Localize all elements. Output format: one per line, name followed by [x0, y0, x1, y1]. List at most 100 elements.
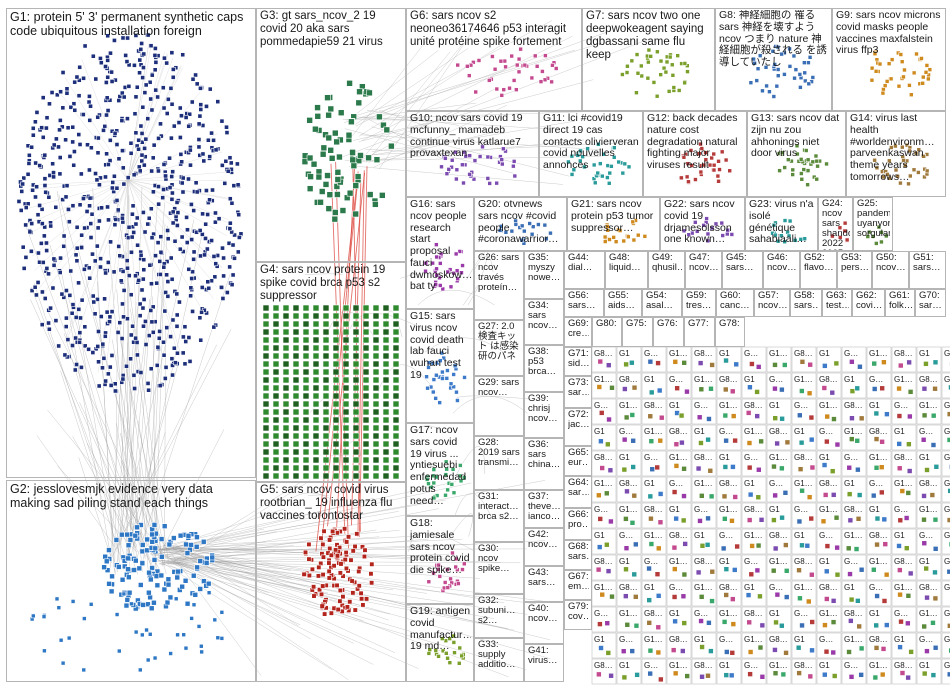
node-mini[interactable] [732, 567, 737, 572]
node-mini[interactable] [649, 439, 654, 444]
group-box-g51[interactable]: G51: sars… [909, 251, 946, 289]
node-mini[interactable] [922, 541, 927, 546]
group-box-g80[interactable]: G80: [592, 317, 622, 347]
node-mini[interactable] [730, 597, 735, 602]
node-mini[interactable] [923, 361, 928, 366]
node-mini[interactable] [810, 620, 815, 625]
node-mini[interactable] [607, 417, 612, 422]
group-box-g55[interactable]: G55: aids… [604, 289, 642, 317]
node-mini[interactable] [722, 494, 727, 499]
node-mini[interactable] [800, 359, 805, 364]
group-box-g22[interactable]: G22: sars ncov covid 19 drjamesolsson on… [660, 197, 745, 251]
node-mini[interactable] [706, 673, 711, 678]
node-mini[interactable] [699, 619, 704, 624]
node-mini[interactable] [825, 414, 830, 419]
group-box-g19[interactable]: G19: antigen covid manufactur… 19 md… [406, 604, 474, 682]
node-mini[interactable] [807, 391, 812, 396]
node-mini[interactable] [632, 493, 637, 498]
group-box-g3[interactable]: G3: gt sars_ncov_2 19 covid 20 aka sars … [256, 8, 406, 262]
node-mini[interactable] [774, 620, 779, 625]
node-mini[interactable] [859, 646, 864, 651]
node-mini[interactable] [734, 362, 739, 367]
node-mini[interactable] [699, 387, 704, 392]
node-mini[interactable] [933, 386, 938, 391]
node-mini[interactable] [747, 620, 752, 625]
node-mini[interactable] [598, 439, 603, 444]
node-mini[interactable] [908, 389, 913, 394]
group-box-g54[interactable]: G54: asal… [642, 289, 682, 317]
node-mini[interactable] [750, 543, 755, 548]
node-mini[interactable] [604, 491, 609, 496]
node-mini[interactable] [775, 592, 780, 597]
node-mini[interactable] [906, 675, 911, 680]
node-mini[interactable] [854, 547, 859, 552]
node-mini[interactable] [630, 520, 635, 525]
node-mini[interactable] [631, 465, 636, 470]
group-box-g24[interactable]: G24: ncov sars shandong 2022 2005… [818, 197, 853, 251]
node-mini[interactable] [771, 518, 776, 523]
node-mini[interactable] [879, 490, 884, 495]
node-mini[interactable] [808, 674, 813, 679]
node-mini[interactable] [823, 492, 828, 497]
group-box-g60[interactable]: G60: canc… [716, 289, 754, 317]
node-mini[interactable] [600, 466, 605, 471]
node-mini[interactable] [598, 516, 603, 521]
node-mini[interactable] [671, 648, 676, 653]
node-mini[interactable] [624, 489, 629, 494]
group-box-g53[interactable]: G53: pers… [837, 251, 872, 289]
node-mini[interactable] [809, 516, 814, 521]
node-mini[interactable] [729, 518, 734, 523]
node-mini[interactable] [685, 674, 690, 679]
node-mini[interactable] [897, 414, 902, 419]
node-mini[interactable] [657, 388, 662, 393]
node-mini[interactable] [674, 442, 679, 447]
node-mini[interactable] [933, 360, 938, 365]
group-box-g27[interactable]: G27: 2.0 検査キット は感染 研のパネ [474, 320, 524, 376]
group-box-g62[interactable]: G62: covi… [852, 289, 885, 317]
node-mini[interactable] [800, 623, 805, 628]
node-mini[interactable] [834, 515, 839, 520]
node-mini[interactable] [755, 414, 760, 419]
node-mini[interactable] [699, 493, 704, 498]
node-mini[interactable] [922, 493, 927, 498]
node-mini[interactable] [834, 361, 839, 366]
group-box-g38[interactable]: G38: p53 brca… [524, 345, 564, 392]
node-mini[interactable] [875, 542, 880, 547]
node-mini[interactable] [672, 594, 677, 599]
node-mini[interactable] [679, 413, 684, 418]
node-mini[interactable] [730, 464, 735, 469]
node-mini[interactable] [698, 361, 703, 366]
node-mini[interactable] [724, 567, 729, 572]
node-mini[interactable] [835, 545, 840, 550]
node-mini[interactable] [872, 386, 877, 391]
group-box-g10[interactable]: G10: ncov sars covid 19 mcfunny_ mamadeb… [406, 111, 539, 197]
node-mini[interactable] [855, 386, 860, 391]
group-box-g36[interactable]: G36: sars china… [524, 438, 564, 490]
node-mini[interactable] [682, 466, 687, 471]
node-mini[interactable] [755, 389, 760, 394]
node-mini[interactable] [599, 410, 604, 415]
node-mini[interactable] [622, 467, 627, 472]
node-mini[interactable] [647, 566, 652, 571]
node-mini[interactable] [881, 646, 886, 651]
group-box-g63[interactable]: G63: test… [822, 289, 852, 317]
group-box-g66[interactable]: G66: pro… [564, 508, 592, 540]
group-box-g16[interactable]: G16: sars ncov people research start pro… [406, 197, 474, 309]
node-mini[interactable] [855, 598, 860, 603]
node-mini[interactable] [656, 650, 661, 655]
node-mini[interactable] [609, 673, 614, 678]
node-mini[interactable] [798, 467, 803, 472]
node-mini[interactable] [633, 594, 638, 599]
group-box-g57[interactable]: G57: ncov… [754, 289, 790, 317]
node-mini[interactable] [883, 542, 888, 547]
group-box-g75[interactable]: G75: [622, 317, 653, 347]
node-mini[interactable] [771, 464, 776, 469]
node-mini[interactable] [648, 359, 653, 364]
node-mini[interactable] [797, 519, 802, 524]
node-mini[interactable] [849, 674, 854, 679]
node-mini[interactable] [797, 671, 802, 676]
node-mini[interactable] [875, 594, 880, 599]
node-mini[interactable] [930, 620, 935, 625]
node-mini[interactable] [907, 360, 912, 365]
node-mini[interactable] [906, 593, 911, 598]
